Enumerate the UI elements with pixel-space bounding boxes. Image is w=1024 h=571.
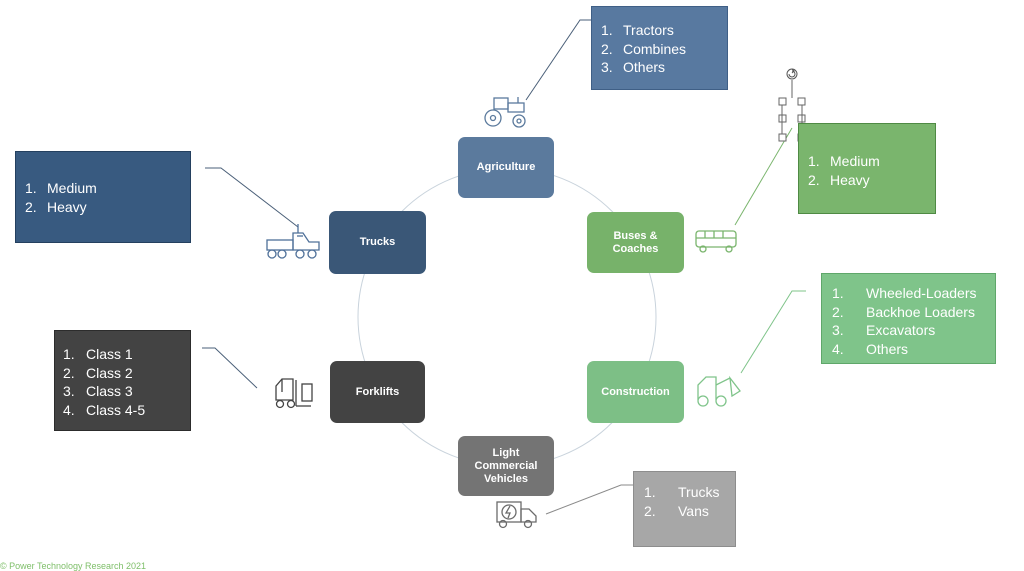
- list-item: 1.Wheeled-Loaders: [832, 285, 977, 301]
- node-light-commercial-vehicles: Light Commercial Vehicles: [458, 436, 554, 496]
- semi-truck-icon: [266, 224, 320, 259]
- rotate-handle-icon[interactable]: [786, 68, 798, 80]
- trucks-connector: [205, 167, 299, 228]
- list-item: 3.Excavators: [832, 322, 936, 338]
- lcv-connector: [545, 484, 633, 515]
- forklift-icon: [275, 378, 313, 409]
- list-item: 2.Backhoe Loaders: [832, 303, 975, 320]
- node-agriculture: Agriculture: [458, 137, 554, 198]
- list-item: 1.Tractors: [601, 22, 674, 38]
- construction-connector: [740, 290, 806, 374]
- list-item: 1.Trucks: [644, 484, 720, 500]
- bus-icon: [695, 230, 737, 253]
- list-item: 4.Class 4-5: [63, 401, 146, 418]
- list-item: 2.Heavy: [808, 171, 870, 188]
- list-item: 1.Class 1: [63, 346, 133, 362]
- node-construction: Construction: [587, 361, 684, 423]
- list-item: 4.Others: [832, 340, 909, 357]
- node-trucks: Trucks: [329, 211, 426, 274]
- callout-construction: 1.Wheeled-Loaders 2.Backhoe Loaders 3.Ex…: [821, 273, 996, 364]
- list-item: 2.Heavy: [25, 198, 87, 215]
- tractor-icon: [484, 97, 526, 128]
- node-forklifts: Forklifts: [330, 361, 425, 423]
- copyright-footer: © Power Technology Research 2021: [0, 561, 147, 571]
- list-item: 2.Combines: [601, 40, 687, 57]
- list-item: 2.Class 2: [63, 364, 133, 381]
- forklifts-connector: [202, 347, 258, 389]
- callout-forklifts: 1.Class 1 2.Class 2 3.Class 3 4.Class 4-…: [54, 330, 191, 431]
- list-item: 3.Others: [601, 59, 666, 75]
- list-item: 2.Vans: [644, 502, 709, 519]
- electric-van-icon: [496, 501, 537, 529]
- list-item: 3.Class 3: [63, 383, 133, 399]
- callout-agriculture: 1.Tractors 2.Combines 3.Others: [591, 6, 728, 90]
- agriculture-connector: [525, 19, 591, 101]
- node-buses-coaches: Buses & Coaches: [587, 212, 684, 273]
- callout-buses-coaches[interactable]: 1.Medium 2.Heavy: [798, 123, 936, 214]
- loader-icon: [697, 375, 741, 407]
- list-item: 1.Medium: [25, 180, 97, 196]
- list-item: 1.Medium: [808, 153, 880, 169]
- callout-light-commercial-vehicles: 1.Trucks 2.Vans: [633, 471, 736, 547]
- callout-trucks: 1.Medium 2.Heavy: [15, 151, 191, 243]
- buses-connector: [734, 127, 793, 226]
